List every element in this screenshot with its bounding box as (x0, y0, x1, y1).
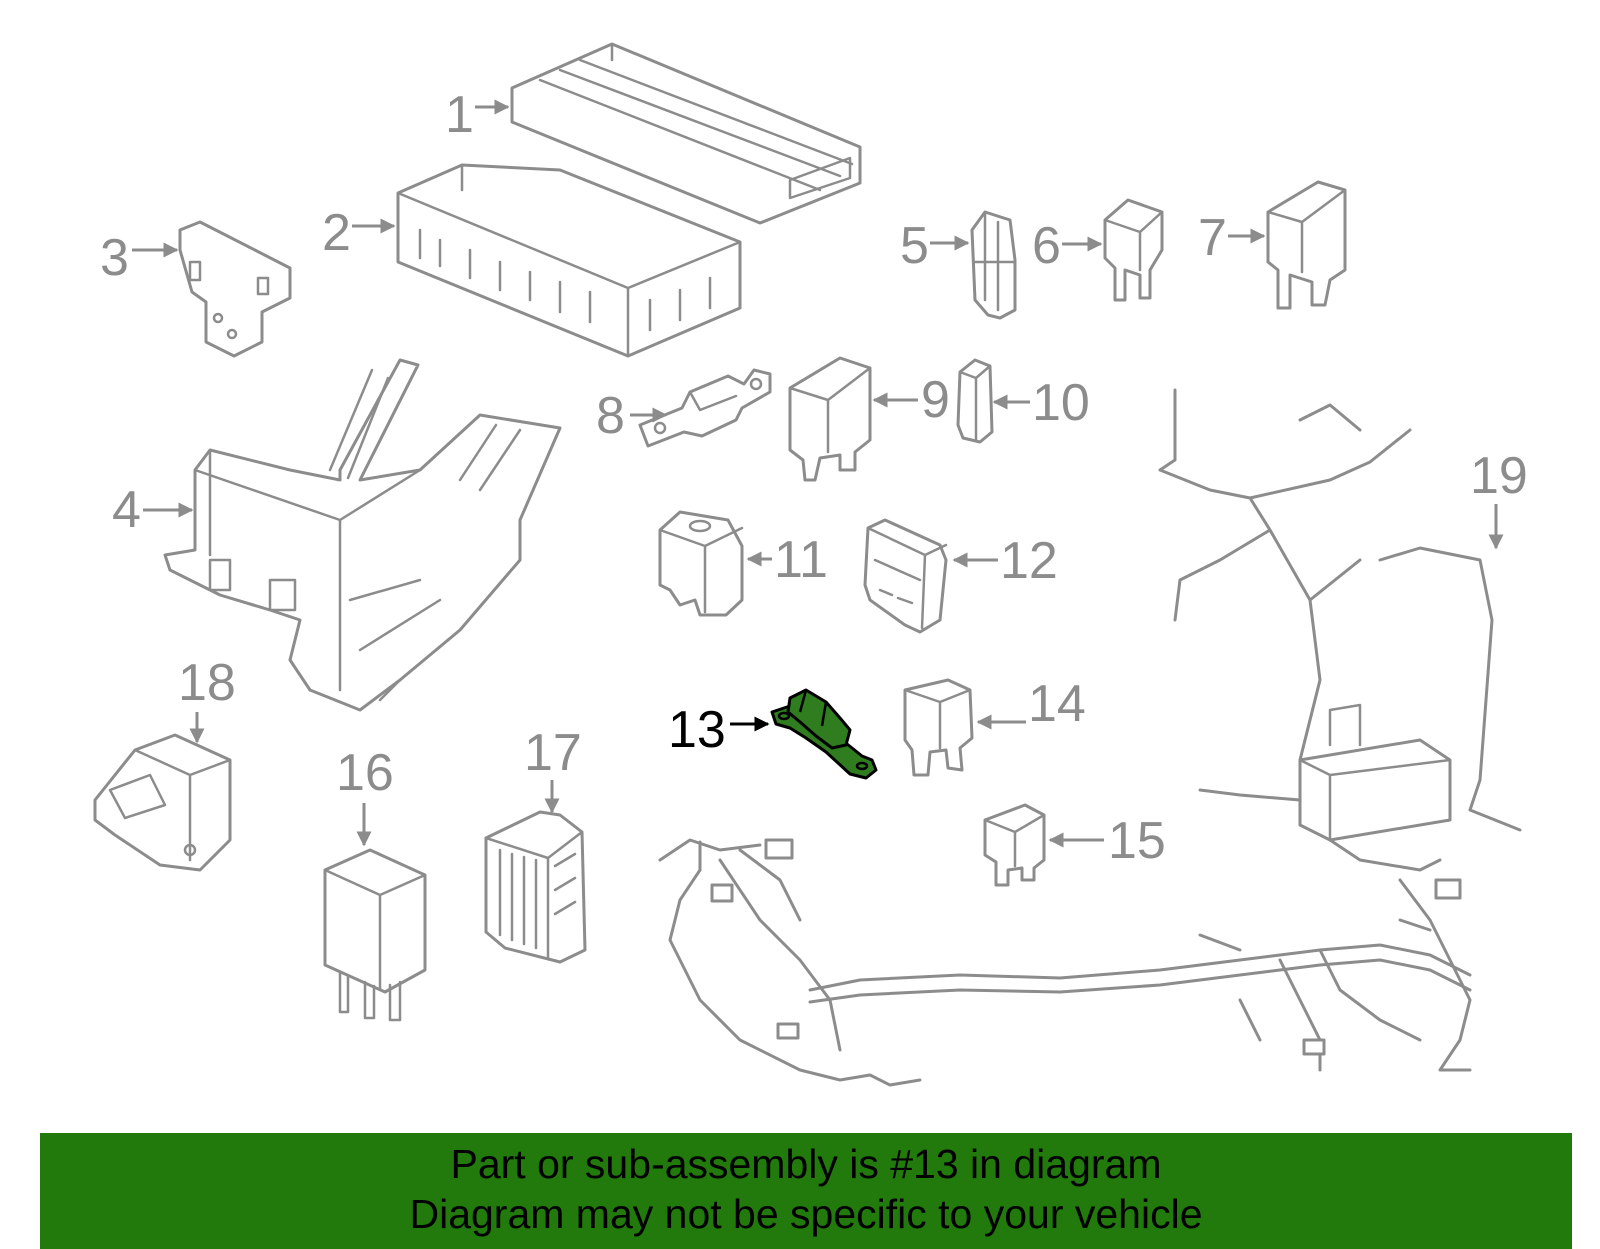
callout-7[interactable]: 7 (1198, 209, 1227, 267)
callout-14[interactable]: 14 (1028, 675, 1086, 733)
callout-1[interactable]: 1 (445, 86, 474, 144)
callout-16[interactable]: 16 (336, 744, 394, 802)
part-18-relay-bracket[interactable] (93, 733, 232, 872)
callout-11[interactable]: 11 (774, 531, 828, 589)
part-17-module[interactable] (484, 810, 587, 964)
part-11-relay-cover[interactable] (658, 510, 744, 617)
part-9-jcase-fuse[interactable] (788, 356, 872, 482)
callout-8[interactable]: 8 (596, 387, 625, 445)
callout-4[interactable]: 4 (112, 481, 141, 539)
main-wire-harness[interactable] (658, 838, 1472, 1087)
callout-2[interactable]: 2 (322, 204, 351, 262)
part-16-relay[interactable] (323, 848, 427, 1022)
callout-5[interactable]: 5 (900, 217, 929, 275)
part-14-maxi-fuse[interactable] (903, 678, 974, 777)
part-6-fuse[interactable] (1103, 198, 1164, 302)
callout-12[interactable]: 12 (1000, 532, 1058, 590)
callout-3[interactable]: 3 (100, 229, 129, 287)
part-2-fuse-box-body[interactable] (396, 163, 742, 358)
info-banner: Part or sub-assembly is #13 in diagram D… (40, 1133, 1572, 1249)
part-7-large-fuse[interactable] (1266, 180, 1347, 310)
callout-15[interactable]: 15 (1108, 812, 1166, 870)
part-3-bracket[interactable] (178, 220, 292, 358)
callout-19[interactable]: 19 (1470, 447, 1528, 505)
banner-line-2: Diagram may not be specific to your vehi… (409, 1191, 1203, 1237)
callout-10[interactable]: 10 (1032, 374, 1090, 432)
callout-9[interactable]: 9 (921, 371, 950, 429)
part-15-fuse[interactable] (983, 803, 1046, 887)
callout-18[interactable]: 18 (178, 654, 236, 712)
part-5-fuse[interactable] (970, 210, 1017, 320)
callout-17[interactable]: 17 (524, 724, 582, 782)
callout-13[interactable]: 13 (668, 701, 726, 759)
part-12-relay[interactable] (863, 518, 948, 634)
part-19-wire-harness[interactable] (1158, 388, 1522, 1072)
part-4-lower-bracket[interactable] (163, 358, 562, 712)
part-1-fuse-box-cover[interactable] (510, 42, 862, 225)
banner-line-1: Part or sub-assembly is #13 in diagram (450, 1141, 1162, 1187)
part-13-selected-fuse[interactable] (770, 688, 878, 780)
part-8-strip-fuse[interactable] (638, 368, 772, 448)
callout-6[interactable]: 6 (1032, 217, 1061, 275)
part-10-cartridge-fuse[interactable] (956, 358, 994, 444)
